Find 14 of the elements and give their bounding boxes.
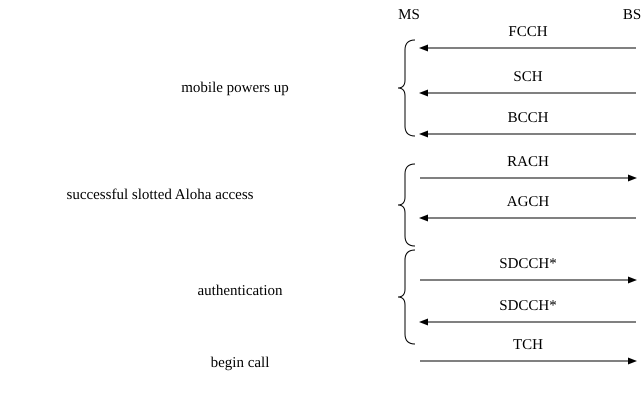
phase-label: successful slotted Aloha access: [66, 186, 254, 204]
entity-label: MS: [398, 6, 420, 24]
channel-label: FCCH: [508, 23, 548, 41]
channel-label: TCH: [513, 336, 543, 354]
phase-label: begin call: [210, 354, 270, 372]
channel-label: AGCH: [506, 193, 550, 211]
channel-label: BCCH: [508, 109, 548, 127]
phase-label: authentication: [198, 282, 282, 300]
channel-label: SCH: [513, 68, 543, 86]
phase-label: mobile powers up: [181, 79, 289, 97]
channel-label: SDCCH*: [499, 255, 557, 273]
entity-label: BS: [622, 6, 642, 24]
channel-label: SDCCH*: [499, 297, 557, 315]
channel-label: RACH: [507, 153, 549, 171]
